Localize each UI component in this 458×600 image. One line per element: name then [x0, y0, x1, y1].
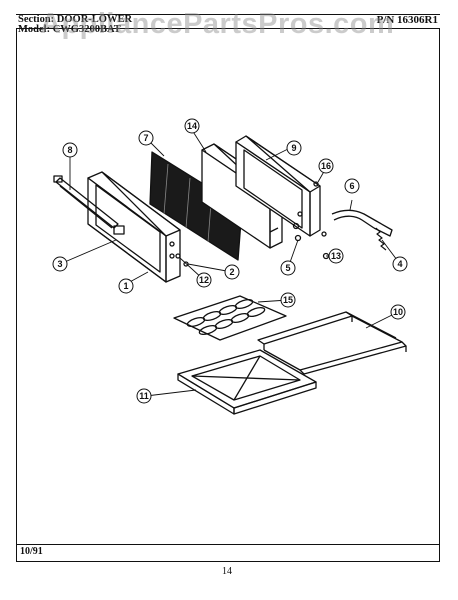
callout-6: 6: [349, 181, 354, 191]
model-label: Model:: [18, 24, 51, 35]
outer-panel-part: [235, 135, 321, 237]
footer-rule: [16, 544, 440, 545]
section-value: DOOR-LOWER: [56, 14, 133, 25]
callout-5: 5: [285, 263, 290, 273]
callout-7: 7: [143, 133, 148, 143]
hinge-arm-part: [331, 209, 393, 237]
model-line: Model: CWG3200BAT: [18, 24, 121, 35]
drawer-rail-part: [257, 311, 407, 375]
screw-16: [313, 181, 319, 187]
callout-8: 8: [67, 145, 72, 155]
screw-12: [175, 253, 181, 259]
callout-10: 10: [393, 307, 403, 317]
model-value: CWG3200BAT: [52, 24, 121, 35]
callout-11: 11: [139, 391, 149, 401]
broiler-pan-part: [177, 349, 317, 415]
screw-5: [294, 234, 302, 242]
callout-3: 3: [57, 259, 62, 269]
door-frame-part: [87, 171, 181, 283]
page-number: 14: [222, 566, 232, 577]
callout-1: 1: [123, 281, 128, 291]
callout-16: 16: [321, 161, 331, 171]
part-number: P/N 16306R1: [376, 14, 438, 26]
callout-12: 12: [199, 275, 209, 285]
section-label: Section:: [18, 14, 55, 25]
drip-tray-part: [173, 295, 287, 341]
diagram-frame: [16, 28, 440, 562]
spring-part: [375, 227, 387, 251]
header-rule: [16, 14, 440, 15]
screw-13: [321, 231, 327, 237]
footer-date: 10/91: [20, 546, 43, 557]
section-line: Section: DOOR-LOWER: [18, 14, 132, 25]
callout-4: 4: [397, 259, 402, 269]
trim-strip-part: [53, 175, 125, 235]
callout-2: 2: [229, 267, 234, 277]
callout-13: 13: [331, 251, 341, 261]
callout-15: 15: [283, 295, 293, 305]
mesh-screen-part: [149, 151, 243, 261]
callout-9: 9: [291, 143, 296, 153]
callout-14: 14: [187, 121, 197, 131]
